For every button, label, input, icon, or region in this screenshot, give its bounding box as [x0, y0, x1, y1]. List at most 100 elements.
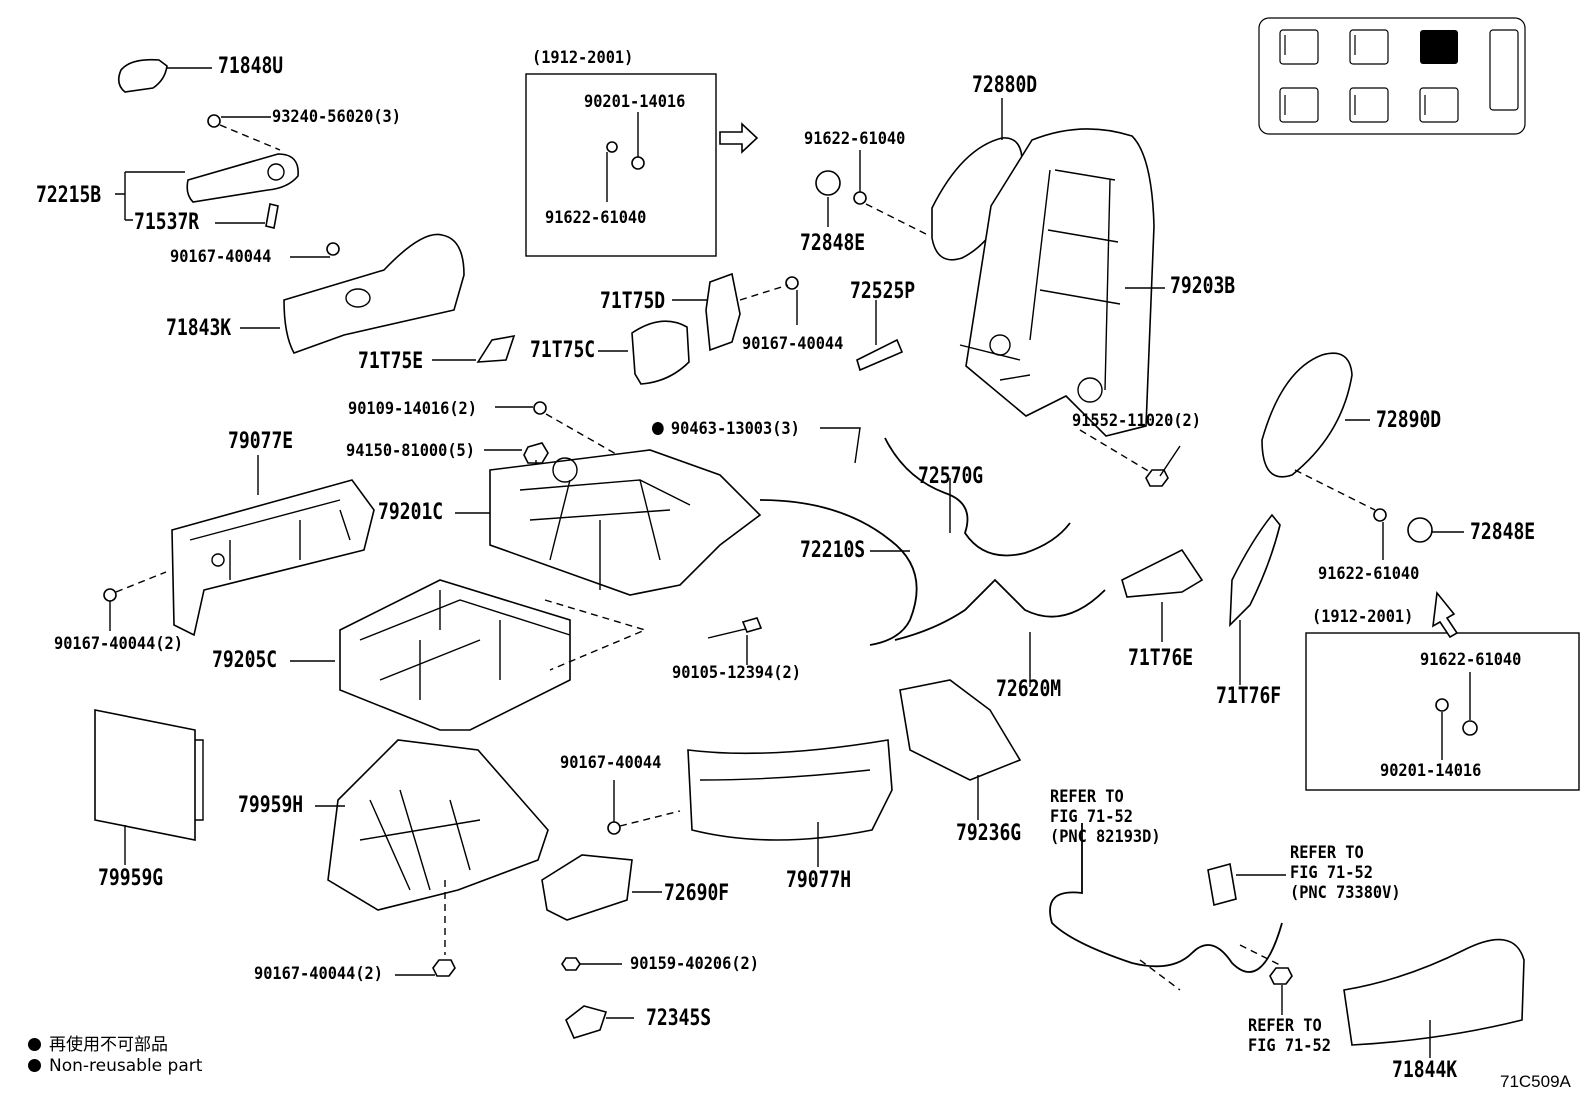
non-reusable-dot-icon [652, 422, 664, 435]
screw-icon [207, 114, 221, 128]
label-79205C: 79205C [212, 648, 278, 673]
legend-en: Non-reusable part [28, 1056, 202, 1076]
part-79077E [171, 479, 375, 637]
figure-code: 71C509A [1500, 1072, 1571, 1091]
label-72620M: 72620M [996, 677, 1062, 702]
label-90167-40044-b: 90167-40044 [742, 334, 844, 354]
part-72848E [815, 170, 841, 196]
part-72570G [884, 437, 1071, 557]
label-71848U: 71848U [218, 54, 284, 79]
bolt-icon [432, 959, 456, 977]
part-79201C [489, 449, 762, 596]
part-71843K [283, 233, 465, 354]
part-79205C [339, 579, 571, 731]
part-79959H [327, 739, 549, 911]
inset-right-date-range: (1912-2001) [1312, 607, 1414, 627]
part-72210S [759, 499, 918, 646]
bolt-icon [1373, 508, 1387, 522]
label-72215B: 72215B [36, 183, 102, 208]
part-71537R [265, 203, 279, 229]
bolt-icon [103, 588, 117, 602]
label-71T75C: 71T75C [530, 338, 596, 363]
part-71T76E [1121, 548, 1204, 598]
label-93240-56020: 93240-56020(3) [272, 107, 401, 127]
reference-note-1: REFER TO FIG 71-52 (PNC 82193D) [1050, 787, 1161, 847]
seat-belt-buckle [1207, 862, 1237, 907]
label-91552-11020: 91552-11020(2) [1072, 411, 1201, 431]
part-79959G [94, 709, 196, 841]
label-72890D: 72890D [1376, 408, 1442, 433]
label-79203B: 79203B [1170, 274, 1236, 299]
seat-locator-icon [1258, 17, 1526, 135]
label-72525P: 72525P [850, 279, 916, 304]
nut-icon [631, 156, 645, 170]
label-90167-40044-c: 90167-40044(2) [54, 634, 183, 654]
label-72690F: 72690F [664, 881, 730, 906]
label-71843K: 71843K [166, 316, 232, 341]
label-72210S: 72210S [800, 538, 866, 563]
bolt-icon [533, 401, 547, 415]
part-71T75C [631, 320, 690, 385]
label-72345S: 72345S [646, 1006, 712, 1031]
label-72570G: 72570G [918, 464, 984, 489]
part-71T76F [1229, 513, 1281, 628]
inset-box-top [525, 73, 717, 257]
label-94150-81000: 94150-81000(5) [346, 441, 475, 461]
bolt-icon [561, 957, 581, 971]
part-72890D [1261, 352, 1353, 478]
inset-right-label-90201: 90201-14016 [1380, 761, 1482, 781]
bolt-icon [741, 617, 763, 633]
label-79201C: 79201C [378, 500, 444, 525]
inset-top-label-91622: 91622-61040 [545, 208, 647, 228]
label-91622-61040-b: 91622-61040 [1318, 564, 1420, 584]
label-90159-40206: 90159-40206(2) [630, 954, 759, 974]
arrow-right-icon [719, 122, 759, 154]
label-72848E-a: 72848E [800, 231, 866, 256]
label-79236G: 79236G [956, 821, 1022, 846]
label-79959G: 79959G [98, 866, 164, 891]
part-72620M [894, 578, 1106, 641]
part-79077H [687, 739, 893, 841]
part-72848E [1407, 517, 1433, 543]
part-79203B [959, 128, 1155, 437]
label-90167-40044-a: 90167-40044 [170, 247, 272, 267]
label-71844K: 71844K [1392, 1058, 1458, 1083]
label-90105-12394: 90105-12394(2) [672, 663, 801, 683]
part-71848U [117, 58, 168, 93]
label-71T75D: 71T75D [600, 289, 666, 314]
label-72848E-b: 72848E [1470, 520, 1536, 545]
inset-top-label-90201: 90201-14016 [584, 92, 686, 112]
label-79077E: 79077E [228, 429, 294, 454]
bolt-icon [607, 821, 621, 835]
screw-icon [606, 141, 618, 153]
arrow-up-icon [1432, 591, 1459, 639]
legend-jp-text: 再使用不可部品 [49, 1035, 168, 1055]
part-79236G [899, 679, 1022, 781]
inset-right-label-91622: 91622-61040 [1420, 650, 1522, 670]
label-90167-40044-d: 90167-40044 [560, 753, 662, 773]
bolt-icon [326, 242, 340, 256]
bolt-icon [1145, 469, 1169, 487]
screw-icon [1462, 720, 1478, 736]
non-reusable-dot-icon [28, 1059, 41, 1072]
part-72345S [565, 1005, 608, 1039]
reference-note-3: REFER TO FIG 71-52 [1248, 1016, 1331, 1056]
label-71T76E: 71T76E [1128, 646, 1194, 671]
nut-icon [1435, 698, 1449, 712]
reference-note-2: REFER TO FIG 71-52 (PNC 73380V) [1290, 843, 1401, 903]
part-71844K [1343, 938, 1525, 1046]
part-71T75E [476, 334, 516, 363]
label-79959H: 79959H [238, 793, 304, 818]
bolt-icon [1269, 967, 1293, 985]
screw-icon [853, 191, 867, 205]
bolt-icon [785, 276, 799, 290]
wire-harness [1049, 823, 1283, 973]
label-90463-13003-text: 90463-13003(3) [670, 419, 800, 439]
label-90109-14016: 90109-14016(2) [348, 399, 477, 419]
label-91622-61040-a: 91622-61040 [804, 129, 906, 149]
part-71T75D [705, 272, 741, 352]
label-71537R: 71537R [134, 210, 200, 235]
label-71T76F: 71T76F [1216, 684, 1282, 709]
label-72880D: 72880D [972, 73, 1038, 98]
